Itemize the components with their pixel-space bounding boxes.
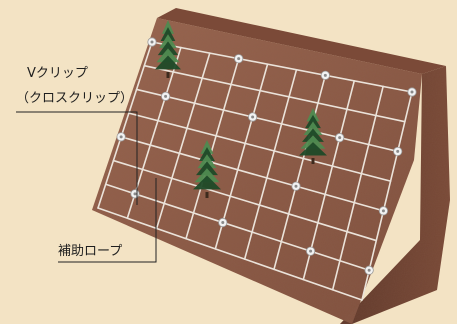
rope-line — [143, 64, 406, 123]
rope-line — [112, 159, 378, 242]
clip-node-icon — [218, 217, 228, 228]
rope-line — [120, 136, 385, 212]
clip-node-icon — [320, 70, 330, 80]
rope-line — [155, 52, 211, 230]
clip-node-icon — [147, 37, 157, 47]
rope-line — [361, 91, 413, 301]
rope-line — [273, 74, 327, 271]
net-ropes — [97, 41, 413, 301]
top-face — [157, 8, 446, 74]
clip-node-icon — [234, 54, 244, 64]
trees — [155, 20, 327, 198]
rope-line — [243, 68, 298, 260]
clip-node-icon — [378, 206, 389, 216]
tree-icon — [155, 20, 181, 78]
clip-node-icon — [160, 91, 171, 101]
rope-line — [135, 88, 399, 153]
rope-line — [97, 207, 363, 301]
slope-texture — [92, 18, 422, 324]
clip-node-icon — [364, 265, 374, 275]
rope-line — [151, 41, 413, 93]
clip-node-icon — [116, 132, 126, 142]
clip-label-line2: （クロスクリップ） — [16, 91, 134, 106]
clip-node-icon — [306, 246, 316, 256]
rope-line — [185, 57, 240, 240]
tree-icon — [193, 140, 221, 198]
clip-label-line1: Vクリップ — [27, 66, 88, 81]
rope-line — [97, 41, 153, 209]
clip-node-icon — [407, 87, 417, 97]
clip-node-icon — [335, 133, 345, 143]
clip-node-icon — [393, 146, 403, 157]
tree-icon — [299, 108, 327, 164]
rope-line — [302, 80, 356, 281]
rope-leader-line — [58, 178, 157, 263]
clip-leader-line — [16, 111, 138, 205]
rope-line — [104, 183, 370, 272]
rope-label: 補助ロープ — [58, 244, 123, 259]
rope-line — [128, 112, 392, 182]
clip-node-icon — [291, 181, 301, 191]
rope-line — [331, 85, 384, 291]
clip-node-icon — [130, 189, 140, 199]
side-texture — [340, 66, 450, 324]
clip-node-icon — [248, 112, 258, 122]
